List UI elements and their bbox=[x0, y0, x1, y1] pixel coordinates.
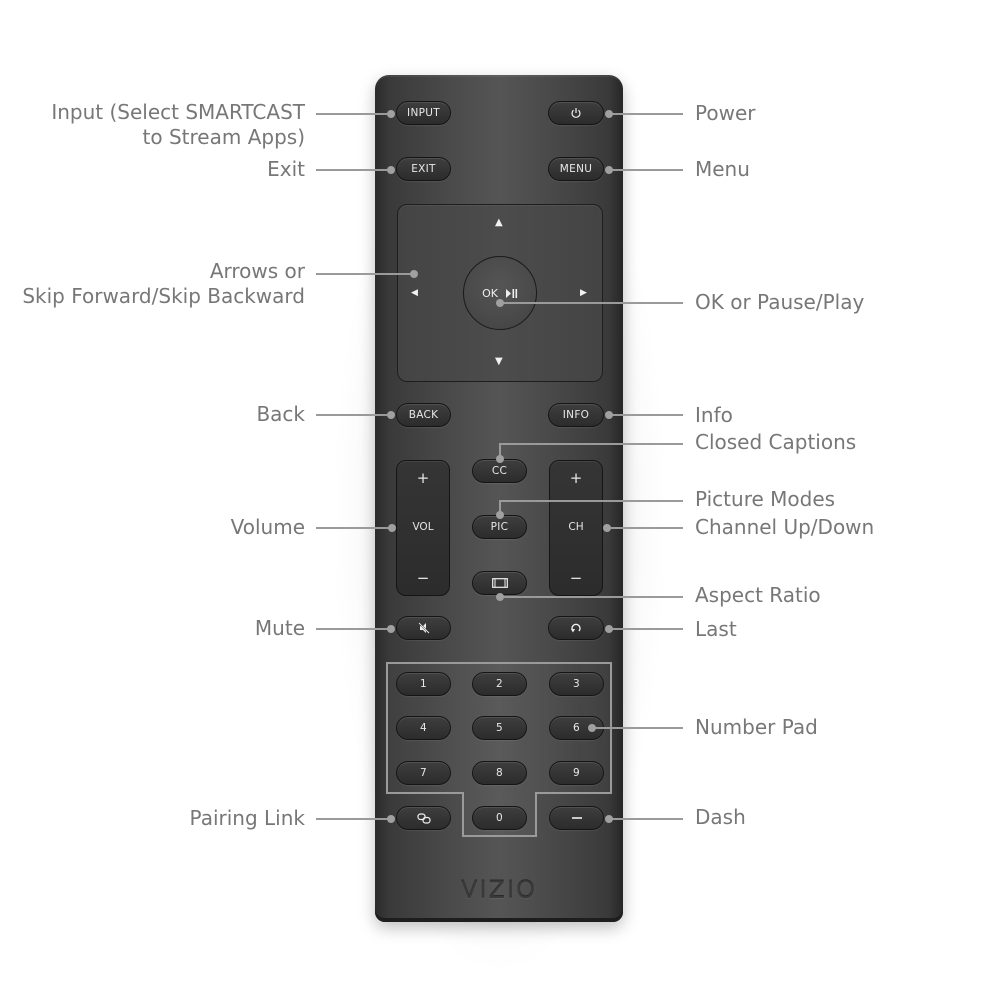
label-picture-modes: Picture Modes bbox=[695, 487, 836, 511]
number-0-button[interactable]: 0 bbox=[472, 806, 527, 830]
label-dash: Dash bbox=[695, 805, 746, 829]
number-8-button[interactable]: 8 bbox=[472, 761, 527, 785]
exit-button[interactable]: EXIT bbox=[396, 157, 451, 181]
picture-mode-button[interactable]: PIC bbox=[472, 515, 527, 539]
label-input-line1: Input (Select SMARTCAST bbox=[51, 100, 305, 124]
label-back: Back bbox=[256, 402, 305, 426]
volume-rocker: + VOL − bbox=[396, 460, 450, 596]
number-1-button[interactable]: 1 bbox=[396, 672, 451, 696]
dash-icon bbox=[571, 817, 582, 819]
ok-label: OK bbox=[482, 286, 498, 300]
last-button[interactable] bbox=[548, 616, 604, 640]
back-button[interactable]: BACK bbox=[396, 403, 451, 427]
volume-down-button[interactable]: − bbox=[416, 569, 430, 587]
label-volume: Volume bbox=[230, 515, 305, 539]
closed-captions-button[interactable]: CC bbox=[472, 459, 527, 483]
label-closed-captions: Closed Captions bbox=[695, 430, 857, 454]
label-info: Info bbox=[695, 403, 733, 427]
info-button[interactable]: INFO bbox=[548, 403, 604, 427]
label-arrows-line2: Skip Forward/Skip Backward bbox=[22, 284, 305, 308]
number-3-button[interactable]: 3 bbox=[549, 672, 604, 696]
aspect-ratio-button[interactable] bbox=[472, 571, 527, 595]
label-input-line2: to Stream Apps) bbox=[142, 125, 305, 149]
arrow-up-button[interactable]: ▲ bbox=[495, 217, 503, 228]
label-last: Last bbox=[695, 617, 737, 641]
label-input: Input (Select SMARTCAST to Stream Apps) bbox=[51, 100, 305, 150]
play-pause-icon bbox=[505, 288, 518, 298]
number-6-button[interactable]: 6 bbox=[549, 716, 604, 740]
arrow-left-button[interactable]: ◀ bbox=[411, 288, 418, 298]
vizio-logo: VIZIO bbox=[461, 876, 537, 904]
arrow-down-button[interactable]: ▼ bbox=[495, 356, 503, 367]
label-number-pad: Number Pad bbox=[695, 715, 818, 739]
pairing-link-button[interactable] bbox=[396, 806, 451, 830]
channel-label: CH bbox=[568, 521, 584, 533]
arrow-right-button[interactable]: ▶ bbox=[580, 288, 587, 298]
number-7-button[interactable]: 7 bbox=[396, 761, 451, 785]
input-button[interactable]: INPUT bbox=[396, 101, 451, 125]
channel-down-button[interactable]: − bbox=[569, 569, 583, 587]
number-2-button[interactable]: 2 bbox=[472, 672, 527, 696]
label-arrows: Arrows or Skip Forward/Skip Backward bbox=[22, 259, 305, 309]
mute-button[interactable] bbox=[396, 616, 451, 640]
number-9-button[interactable]: 9 bbox=[549, 761, 604, 785]
label-ok: OK or Pause/Play bbox=[695, 290, 865, 314]
number-4-button[interactable]: 4 bbox=[396, 716, 451, 740]
label-pairing-link: Pairing Link bbox=[189, 806, 305, 830]
label-power: Power bbox=[695, 101, 756, 125]
label-mute: Mute bbox=[254, 616, 305, 640]
last-icon bbox=[571, 623, 581, 633]
power-button[interactable] bbox=[548, 101, 604, 125]
label-channel: Channel Up/Down bbox=[695, 515, 875, 539]
ok-button[interactable]: OK bbox=[463, 256, 537, 330]
channel-rocker: + CH − bbox=[549, 460, 603, 596]
label-menu: Menu bbox=[695, 157, 750, 181]
number-5-button[interactable]: 5 bbox=[472, 716, 527, 740]
menu-button[interactable]: MENU bbox=[548, 157, 604, 181]
dash-button[interactable] bbox=[549, 806, 604, 830]
mute-icon bbox=[417, 622, 430, 634]
channel-up-button[interactable]: + bbox=[569, 469, 583, 487]
power-icon bbox=[571, 108, 581, 118]
aspect-ratio-icon bbox=[491, 578, 508, 588]
label-aspect-ratio: Aspect Ratio bbox=[695, 583, 821, 607]
volume-label: VOL bbox=[412, 521, 434, 533]
label-exit: Exit bbox=[267, 157, 305, 181]
label-arrows-line1: Arrows or bbox=[209, 259, 305, 283]
pairing-link-icon bbox=[416, 812, 431, 824]
volume-up-button[interactable]: + bbox=[416, 469, 430, 487]
